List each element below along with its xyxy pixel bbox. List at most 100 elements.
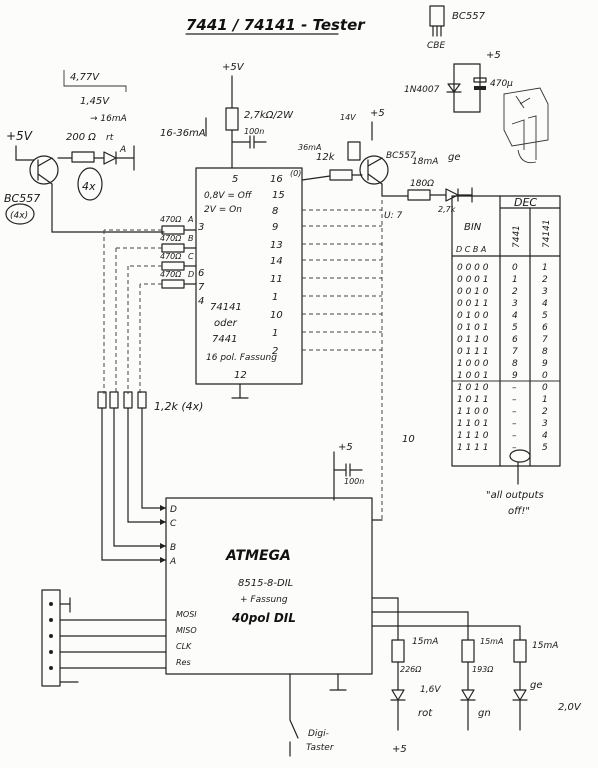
resistor-470-c-icon [161, 261, 185, 271]
sketch-mark [515, 95, 531, 109]
resistor-12k-4x-label: 1,2k (4x) [154, 400, 203, 413]
bc557-package-icon [429, 5, 445, 27]
supply-plus5-right: +5 [370, 108, 385, 119]
ic-right-pin-9: 9 [272, 222, 278, 233]
resistor-470-b-icon [161, 243, 185, 253]
truth-row-7441: 5 [512, 323, 518, 333]
mcu-input-b: B [170, 543, 176, 553]
truth-row-bits: 0 1 1 0 [457, 335, 489, 345]
input-c-label: C [188, 252, 194, 261]
led2-color: gn [478, 708, 491, 719]
truth-row-bits: 1 0 0 0 [457, 359, 489, 369]
led3-current: 15mA [532, 641, 558, 651]
u7-label: U: 7 [384, 211, 402, 221]
truth-col-7441: 7441 [512, 225, 522, 248]
resistor-12k-4-icon [137, 391, 147, 409]
cap-plate [474, 86, 486, 90]
ic-right-pin-2: 2 [272, 346, 278, 357]
ic-socket-label: 16 pol. Fassung [206, 353, 277, 363]
truth-row-bits: 0 0 0 1 [457, 275, 489, 285]
mcu-package: 40pol DIL [231, 611, 296, 625]
truth-row-74141: 0 [542, 371, 548, 381]
resistor-12k-2-icon [109, 391, 119, 409]
ic-right-pin-10: 10 [270, 310, 283, 321]
mcu-input-d: D [170, 505, 177, 515]
resistor-12k-3-icon [123, 391, 133, 409]
led-red-out-icon [391, 689, 405, 701]
truth-row-bits: 0 1 1 1 [457, 347, 489, 357]
resistor-200-icon [71, 151, 95, 163]
wire [37, 157, 53, 167]
mcu-input-a: A [169, 557, 176, 567]
ic-right-pin-11: 11 [270, 274, 283, 285]
input-resistor-d: 470Ω D [160, 270, 197, 289]
led-a-label: A [119, 145, 126, 155]
resistor-180-icon [407, 189, 431, 201]
led2-current: 15mA [480, 637, 503, 646]
truth-row-7441: – [512, 383, 517, 393]
isp-pins [49, 602, 53, 670]
cap-100n-label: 100n [244, 127, 264, 136]
truth-note-1: "all outputs [486, 490, 544, 501]
truth-row-7441: – [512, 419, 517, 429]
resistor-470-b: 470Ω [160, 234, 182, 243]
current-36ma: 36mA [298, 143, 321, 152]
truth-row-7441: 6 [512, 335, 518, 345]
mcu-input-c: C [170, 519, 177, 529]
diode-label: 1N4007 [404, 85, 440, 95]
diode-1n4007-icon [447, 83, 461, 93]
resistor-led3-icon [513, 639, 527, 663]
sketch-mark [63, 70, 127, 92]
isp-mosi: MOSI [176, 610, 197, 619]
ic-name-74141: 74141 [210, 302, 242, 313]
resistor-27k-label: 2,7kΩ/2W [244, 110, 294, 121]
isp-miso: MISO [176, 626, 197, 635]
mcu-name: ATMEGA [225, 548, 291, 564]
wire [301, 175, 331, 181]
truth-row-74141: 1 [542, 263, 548, 273]
supply-plus5-mcu: +5 [338, 442, 353, 453]
truth-row-bits: 0 0 1 0 [457, 287, 489, 297]
voltage-145: 1,45V [80, 96, 110, 107]
truth-row-bits: 0 0 0 0 [457, 263, 489, 273]
wire [367, 157, 383, 167]
truth-table-frame [451, 195, 561, 467]
resistor-12k-a: 12k [316, 152, 336, 163]
truth-row-74141: 1 [542, 395, 548, 405]
voltage-14v: 14V [340, 113, 356, 122]
arrow-head [160, 519, 166, 525]
truth-row-7441: 9 [512, 371, 518, 381]
truth-row-7441: 1 [512, 275, 518, 285]
truth-row-7441: – [512, 407, 517, 417]
arrow-head [160, 543, 166, 549]
input-resistor-a: 470Ω A [160, 215, 197, 235]
truth-row-74141: 4 [542, 299, 548, 309]
led3-color: ge [530, 680, 543, 691]
ic-right-pin-1b: 1 [272, 328, 278, 339]
supply-plus5-left: +5V [6, 129, 33, 143]
supply-plus5-ic: +5V [222, 62, 245, 73]
ic-note-on: 2V = On [204, 205, 242, 215]
ic-pin-5: 5 [232, 174, 238, 185]
truth-row-bits: 0 1 0 1 [457, 323, 489, 333]
sketch-mark [517, 149, 537, 164]
cap-100n-mcu: 100n [344, 477, 364, 486]
led-green-icon [461, 689, 475, 701]
mcu-part: 8515-8-DIL [238, 578, 293, 589]
led-yellow-out-icon [513, 689, 527, 701]
button-label-2: Taster [306, 743, 335, 753]
current-16-36: 16-36mA [160, 128, 206, 139]
truth-row-7441: 8 [512, 359, 518, 369]
ic-left-pin-7: 7 [198, 282, 205, 293]
resistor-470-a-icon [161, 225, 185, 235]
ic-output-lines [302, 200, 383, 520]
truth-row-74141: 3 [542, 419, 548, 429]
ic-right-pin-15: 15 [272, 190, 285, 201]
resistor-470-d-icon [161, 279, 185, 289]
label-10: 10 [402, 434, 415, 445]
truth-row-7441: 0 [512, 263, 518, 273]
truth-row-74141: 4 [542, 431, 548, 441]
truth-dec-header: DEC [514, 196, 537, 209]
